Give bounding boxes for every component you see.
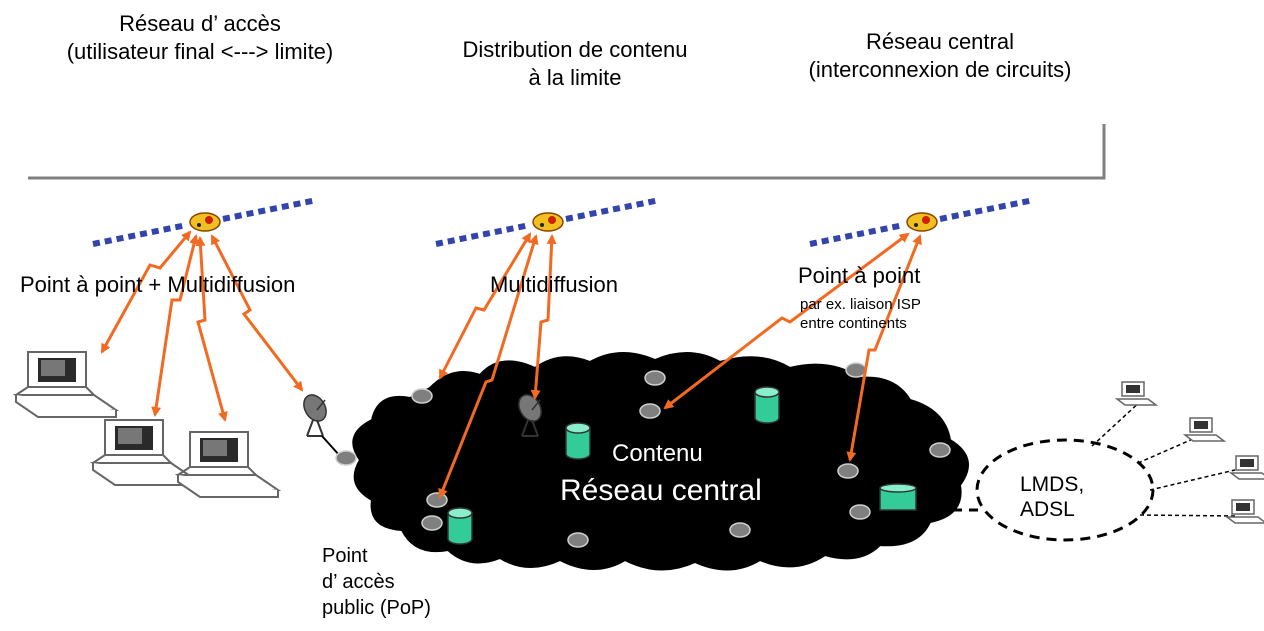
small-computer-icon-2 bbox=[1184, 417, 1225, 442]
content-cache-icon bbox=[565, 422, 591, 460]
lmds-pc-link-4 bbox=[1139, 514, 1236, 517]
satellite-icon-right bbox=[810, 200, 1034, 244]
label-pop-line2: d’ accès bbox=[322, 571, 395, 593]
network-node bbox=[849, 504, 871, 520]
label-pop-line3: public (PoP) bbox=[322, 597, 431, 619]
wireless-link bbox=[151, 234, 199, 417]
label-p2p-example-line2: entre continents bbox=[800, 314, 907, 332]
label-p2p: Point à point bbox=[798, 263, 921, 288]
header-core-line1: Réseau central bbox=[866, 29, 1014, 54]
desktop-computer-icon-1 bbox=[15, 351, 117, 418]
wireless-link bbox=[438, 232, 532, 380]
network-node bbox=[639, 403, 661, 419]
cloud-core-label: Réseau central bbox=[560, 474, 762, 507]
desktop-computer-icon-3 bbox=[177, 431, 279, 498]
network-node bbox=[335, 450, 357, 466]
header-core: Réseau central (interconnexion de circui… bbox=[770, 28, 1110, 83]
header-edge: Distribution de contenu à la limite bbox=[425, 36, 725, 91]
label-p2p-example: par ex. liaison ISP entre continents bbox=[800, 296, 921, 334]
lmds-pc-link-2 bbox=[1137, 437, 1196, 464]
wireless-link bbox=[195, 236, 228, 422]
label-lmds-line2: ADSL bbox=[1020, 498, 1075, 522]
network-node bbox=[929, 442, 951, 458]
wireless-links bbox=[100, 230, 922, 499]
header-core-line2: (interconnexion de circuits) bbox=[808, 56, 1072, 82]
lmds-pc-link-3 bbox=[1149, 469, 1236, 491]
header-access: Réseau d’ accès (utilisateur final <--->… bbox=[35, 10, 365, 65]
label-pop-line1: Point bbox=[322, 545, 368, 567]
small-computer-icon-3 bbox=[1230, 455, 1264, 480]
lmds-pc-link-1 bbox=[1091, 399, 1143, 447]
wireless-link bbox=[210, 234, 304, 392]
wireless-link bbox=[846, 234, 922, 462]
boundary-line bbox=[28, 124, 1106, 180]
network-node bbox=[845, 362, 867, 378]
label-lmds-line1: LMDS, bbox=[1020, 473, 1085, 496]
label-p2p-example-line1: par ex. liaison ISP bbox=[800, 296, 921, 313]
network-node bbox=[729, 522, 751, 538]
header-edge-line2: à la limite bbox=[528, 64, 622, 90]
cloud-content-label: Contenu bbox=[612, 440, 703, 467]
small-computer-icon-4 bbox=[1226, 499, 1264, 524]
network-node bbox=[411, 388, 433, 404]
network-node bbox=[837, 463, 859, 479]
satellite-icon-middle bbox=[436, 200, 660, 244]
dish-link bbox=[321, 435, 341, 457]
header-edge-line1: Distribution de contenu bbox=[462, 37, 688, 62]
network-node bbox=[567, 532, 589, 548]
network-node bbox=[421, 515, 443, 531]
small-computer-icon-1 bbox=[1116, 381, 1157, 406]
satellite-icon-left bbox=[93, 200, 317, 244]
network-node bbox=[644, 370, 666, 386]
label-lmds-adsl: LMDS, ADSL bbox=[1020, 472, 1084, 522]
header-access-line2: (utilisateur final <---> limite) bbox=[66, 38, 334, 64]
wireless-link bbox=[438, 234, 539, 499]
wireless-link bbox=[530, 234, 557, 400]
header-access-line1: Réseau d’ accès bbox=[119, 11, 281, 36]
label-pop: Point d’ accès public (PoP) bbox=[322, 543, 431, 621]
network-node bbox=[426, 492, 448, 508]
dish-antenna-icon-left bbox=[298, 389, 332, 437]
content-cache-icon-edge bbox=[879, 483, 917, 511]
label-multicast: Multidiffusion bbox=[490, 272, 618, 297]
content-cache-icon bbox=[754, 386, 780, 424]
content-cache-icon bbox=[447, 507, 473, 545]
label-p2p-multicast: Point à point + Multidiffusion bbox=[20, 272, 296, 297]
